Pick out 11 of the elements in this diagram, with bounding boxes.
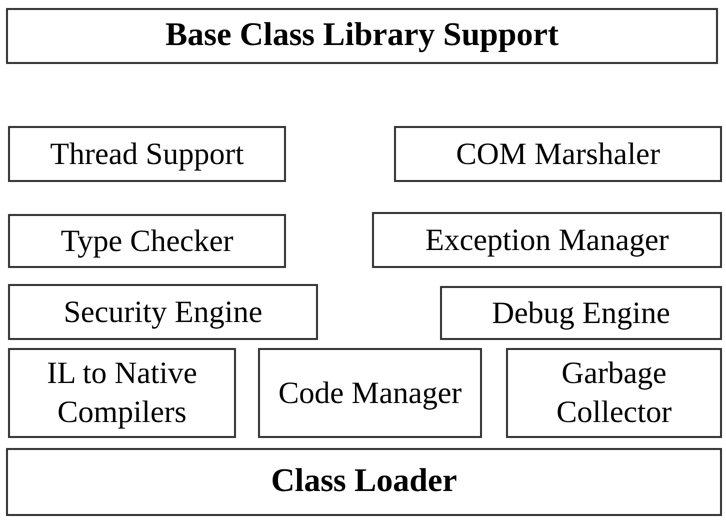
component-box: Garbage Collector	[506, 348, 722, 438]
component-box: Code Manager	[258, 348, 482, 438]
component-box: COM Marshaler	[394, 126, 722, 182]
component-box: Debug Engine	[440, 286, 722, 340]
component-box: Security Engine	[8, 284, 318, 340]
component-box: Exception Manager	[372, 212, 722, 268]
layer-bar: Base Class Library Support	[6, 8, 718, 64]
layer-bar: Class Loader	[6, 448, 722, 516]
component-box: Thread Support	[8, 126, 286, 182]
component-box: IL to Native Compilers	[8, 348, 236, 438]
component-box: Type Checker	[8, 214, 286, 268]
